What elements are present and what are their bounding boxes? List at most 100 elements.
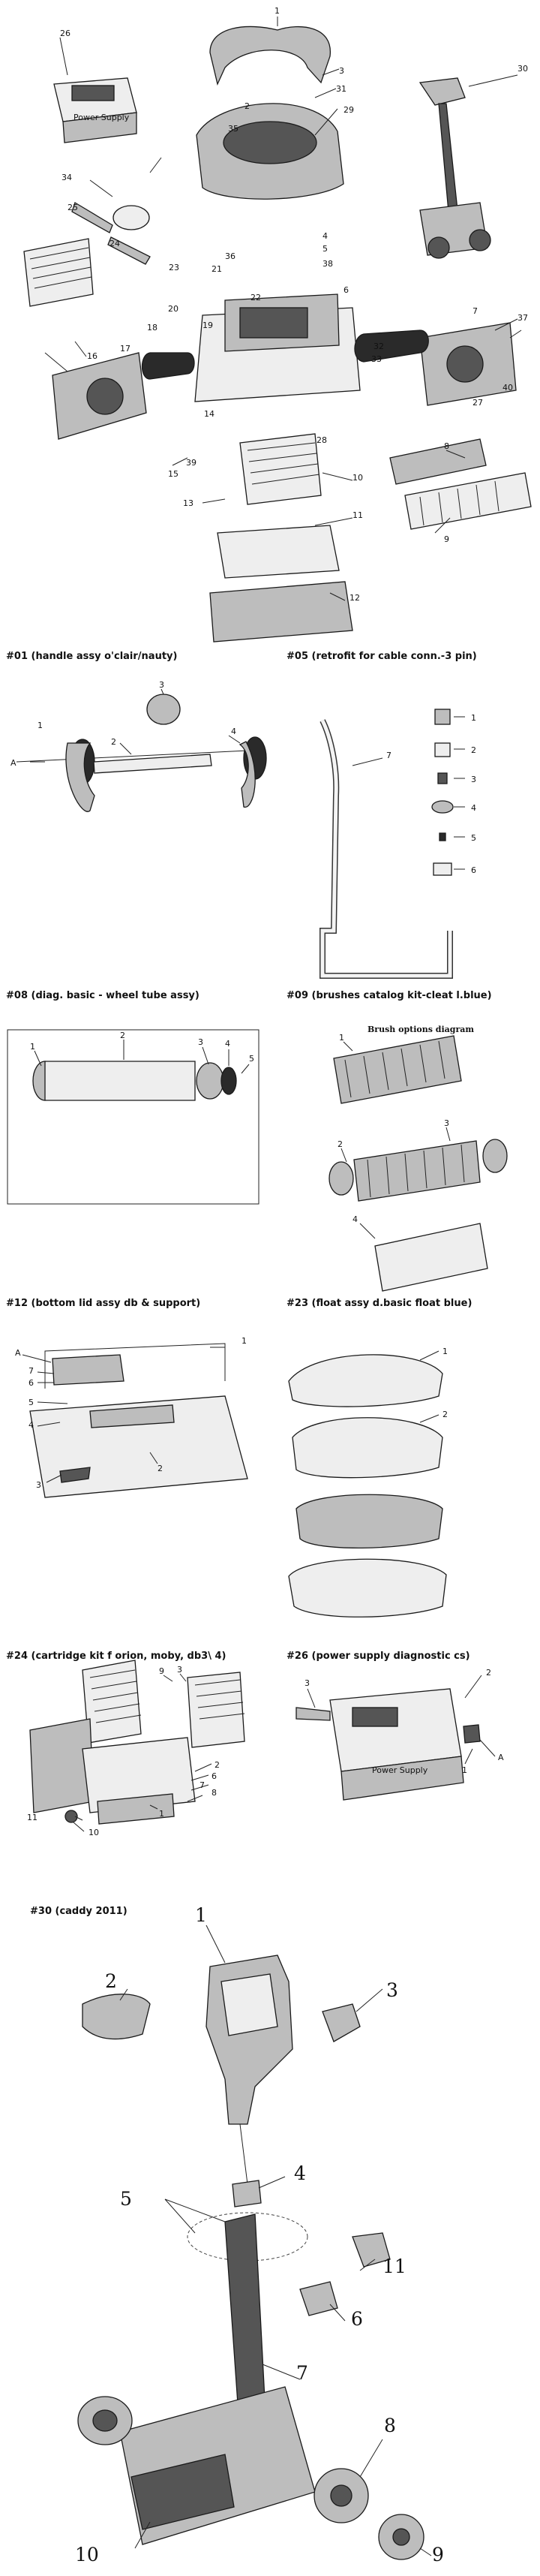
callout: 9 xyxy=(444,534,449,544)
callout: 36 xyxy=(225,251,236,261)
callout: 10 xyxy=(75,2544,99,2565)
brush-roller xyxy=(389,438,532,530)
callout: 2 xyxy=(158,1464,163,1473)
callout: 7 xyxy=(386,751,392,760)
callout: 11 xyxy=(382,2256,406,2277)
callout: 35 xyxy=(228,124,238,134)
bottom-lid xyxy=(209,525,353,642)
callout: 1 xyxy=(242,1336,247,1346)
callout: 5 xyxy=(471,833,476,843)
callout: 1 xyxy=(471,713,476,723)
callout: 9 xyxy=(159,1666,164,1676)
robot-handle xyxy=(209,26,331,86)
power-supply-26: Power Supply 3 2 A 1 xyxy=(296,1668,504,1801)
callout: 11 xyxy=(352,510,363,520)
callout: 25 xyxy=(68,203,78,212)
callout: 34 xyxy=(62,173,72,182)
robot-chassis xyxy=(194,293,361,402)
filter-panel-left xyxy=(23,238,94,307)
main-exploded-view: Power Supply xyxy=(23,6,532,642)
wheel-tube-08: 1 2 3 4 5 xyxy=(7,1029,260,1205)
callout: 5 xyxy=(322,244,328,254)
callout: 2 xyxy=(244,101,250,111)
callout: 4 xyxy=(294,2162,306,2184)
callout: 32 xyxy=(374,342,384,351)
callout: 40 xyxy=(502,383,513,393)
callout: 39 xyxy=(186,458,196,468)
callout: 18 xyxy=(147,323,158,333)
callout: 3 xyxy=(386,1979,398,2001)
callout: 2 xyxy=(442,1410,448,1419)
callout: 30 xyxy=(518,64,528,74)
callout: A xyxy=(15,1348,21,1358)
callout: 4 xyxy=(225,1039,230,1049)
callout: 7 xyxy=(28,1366,34,1376)
callout: 1 xyxy=(339,1033,344,1043)
tracks xyxy=(141,330,429,380)
callout: 6 xyxy=(471,865,476,875)
callout: 26 xyxy=(60,29,70,38)
callout: 24 xyxy=(110,239,120,248)
section-caption-26: #26 (power supply diagnostic cs) xyxy=(286,1651,470,1662)
callout: A xyxy=(498,1753,504,1762)
brush-options-title: Brush options diagram xyxy=(368,1025,474,1034)
callout: 37 xyxy=(518,313,528,323)
callout: 3 xyxy=(471,775,476,784)
power-supply-text-26: Power Supply xyxy=(372,1765,428,1775)
main-callouts: 1 2 3 4 5 6 7 8 9 10 11 12 13 14 15 16 1… xyxy=(60,6,528,603)
callout: 2 xyxy=(471,745,476,755)
callout: 13 xyxy=(183,498,194,508)
callout: 8 xyxy=(444,441,449,451)
callout: 1 xyxy=(195,1904,207,1926)
callout: 1 xyxy=(462,1765,467,1775)
callout: 3 xyxy=(177,1665,182,1675)
callout: 5 xyxy=(249,1054,254,1064)
callout: 2 xyxy=(105,1970,117,1992)
section-caption-05: #05 (retrofit for cable conn.-3 pin) xyxy=(286,651,477,662)
callout: 28 xyxy=(316,435,327,445)
callout: 3 xyxy=(444,1118,449,1128)
cartridge-24: 9 3 2 6 7 8 11 10 1 xyxy=(27,1660,245,1837)
callout: 33 xyxy=(371,354,382,364)
callout: 15 xyxy=(168,469,178,479)
caddy-small xyxy=(418,77,491,259)
callout: 7 xyxy=(472,306,478,316)
callout: 3 xyxy=(36,1480,41,1490)
callout: 6 xyxy=(344,285,349,295)
callout: 21 xyxy=(212,264,222,274)
callout: 2 xyxy=(214,1760,220,1770)
callout: 1 xyxy=(442,1347,448,1356)
callout: 1 xyxy=(274,6,280,16)
brushes-09: Brush options diagram 1 2 3 4 xyxy=(328,1025,508,1292)
callout: 10 xyxy=(88,1828,99,1837)
section-caption-08: #08 (diag. basic - wheel tube assy) xyxy=(6,990,200,1001)
callout: A xyxy=(10,758,16,768)
callout: 23 xyxy=(169,263,179,272)
section-caption-09: #09 (brushes catalog kit-cleat l.blue) xyxy=(286,990,492,1001)
bottom-lid-12: A 7 6 5 4 3 2 1 xyxy=(15,1336,248,1498)
callout: 20 xyxy=(168,304,178,314)
callout: 1 xyxy=(30,1042,35,1052)
section-caption-01: #01 (handle assy o'clair/nauty) xyxy=(6,651,177,662)
caddy-30: 1 2 3 4 5 11 6 7 8 9 10 xyxy=(75,1904,444,2565)
callout: 4 xyxy=(231,727,236,736)
callout: 7 xyxy=(296,2362,308,2384)
callout: 6 xyxy=(28,1378,34,1388)
robot-cover xyxy=(196,103,344,200)
callout: 7 xyxy=(200,1780,205,1790)
callout: 14 xyxy=(204,409,214,419)
callout: 2 xyxy=(111,737,116,747)
callout: 16 xyxy=(87,351,98,361)
float-assy-23: 1 2 xyxy=(288,1347,448,1618)
callout: 4 xyxy=(352,1214,358,1224)
callout: 10 xyxy=(352,473,363,483)
callout: 5 xyxy=(120,2188,132,2210)
callout: 19 xyxy=(202,320,213,330)
callout: 3 xyxy=(304,1678,310,1688)
power-supply-illustration: Power Supply xyxy=(53,77,137,143)
callout: 17 xyxy=(120,344,130,354)
section-caption-24: #24 (cartridge kit f orion, moby, db3\ 4… xyxy=(6,1651,226,1662)
handle-assy-01: A 1 2 3 4 xyxy=(10,680,267,812)
callout: 22 xyxy=(250,293,261,302)
